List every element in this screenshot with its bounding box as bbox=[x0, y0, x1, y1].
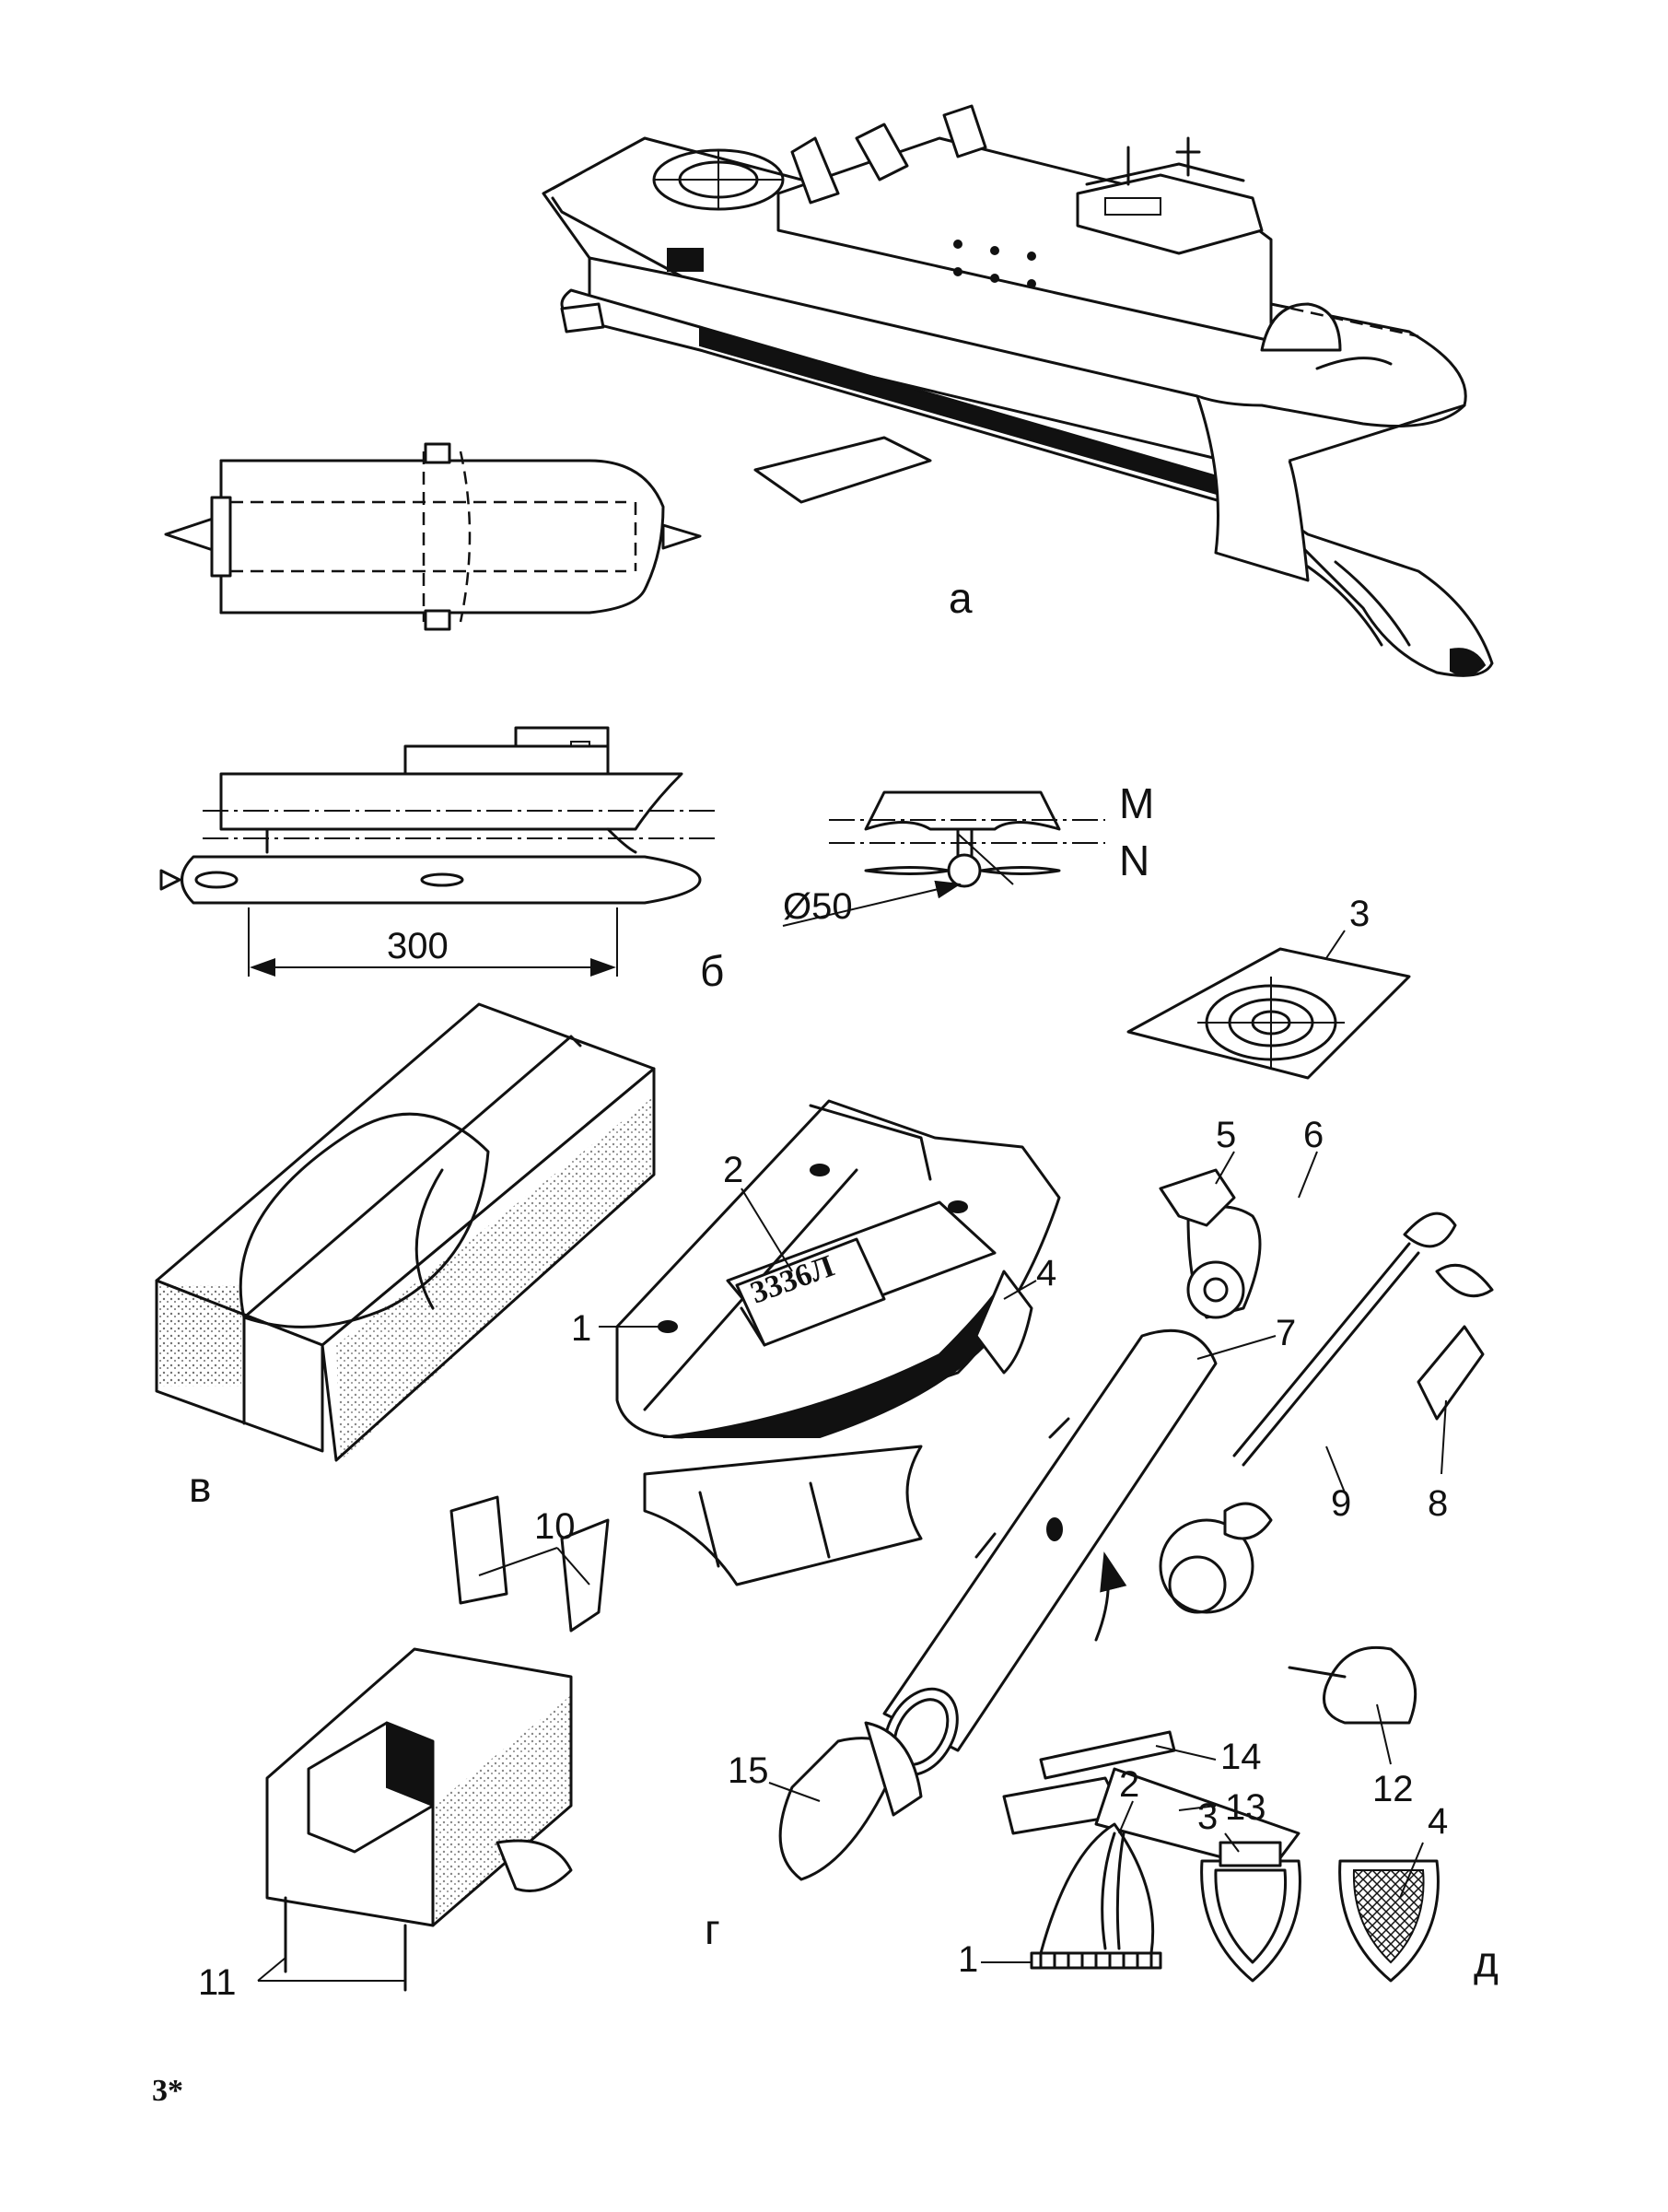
dimension-length-label: 300 bbox=[387, 926, 449, 966]
page-number: 3* bbox=[152, 2074, 183, 2108]
part-number-4: 4 bbox=[1036, 1253, 1056, 1293]
part-number-15: 15 bbox=[728, 1750, 769, 1791]
callout-leaders bbox=[257, 930, 1447, 1982]
detail-number-1: 1 bbox=[958, 1939, 978, 1980]
part-number-5: 5 bbox=[1216, 1115, 1236, 1155]
panel-label-v: в bbox=[189, 1463, 211, 1511]
detail-number-3: 3 bbox=[1197, 1797, 1218, 1837]
panel-a-model-perspective bbox=[542, 104, 1494, 677]
panel-v-foam-block bbox=[155, 1002, 656, 1462]
part-number-7: 7 bbox=[1276, 1313, 1296, 1353]
part-number-14: 14 bbox=[1220, 1737, 1262, 1777]
panel-b-side-view bbox=[159, 726, 718, 977]
detail-number-4: 4 bbox=[1428, 1801, 1448, 1842]
panel-label-g: г bbox=[705, 1905, 720, 1953]
panel-b-cross-section bbox=[782, 790, 1105, 927]
hull-assembly: 3336Л bbox=[615, 1099, 1061, 1586]
battery-box-part-11 bbox=[265, 1647, 573, 1992]
panel-a-plan-view bbox=[164, 442, 702, 631]
line-label-n: N bbox=[1119, 837, 1149, 884]
panel-d-details bbox=[1030, 1822, 1440, 1983]
part-number-9: 9 bbox=[1331, 1483, 1351, 1524]
part-number-13: 13 bbox=[1225, 1787, 1266, 1828]
propeller-shaft-part-9 bbox=[1159, 1211, 1494, 1614]
part-number-2: 2 bbox=[723, 1150, 743, 1190]
part-number-3: 3 bbox=[1349, 894, 1370, 934]
part-number-12: 12 bbox=[1372, 1769, 1414, 1809]
panel-label-d: д bbox=[1474, 1937, 1499, 1985]
part-number-6: 6 bbox=[1303, 1115, 1324, 1155]
part-number-1: 1 bbox=[571, 1308, 591, 1349]
line-label-m: M bbox=[1119, 779, 1154, 827]
panel-label-a: а bbox=[949, 574, 973, 622]
cowling-part-3 bbox=[1126, 947, 1411, 1080]
part-number-8: 8 bbox=[1428, 1483, 1448, 1524]
panel-label-b: б bbox=[700, 947, 724, 995]
detail-number-2: 2 bbox=[1119, 1764, 1139, 1805]
part-number-10: 10 bbox=[534, 1506, 576, 1547]
part-number-11: 11 bbox=[198, 1962, 237, 2003]
nose-cones bbox=[778, 1205, 1262, 1881]
dimension-diameter-label: Ø50 bbox=[783, 886, 853, 927]
